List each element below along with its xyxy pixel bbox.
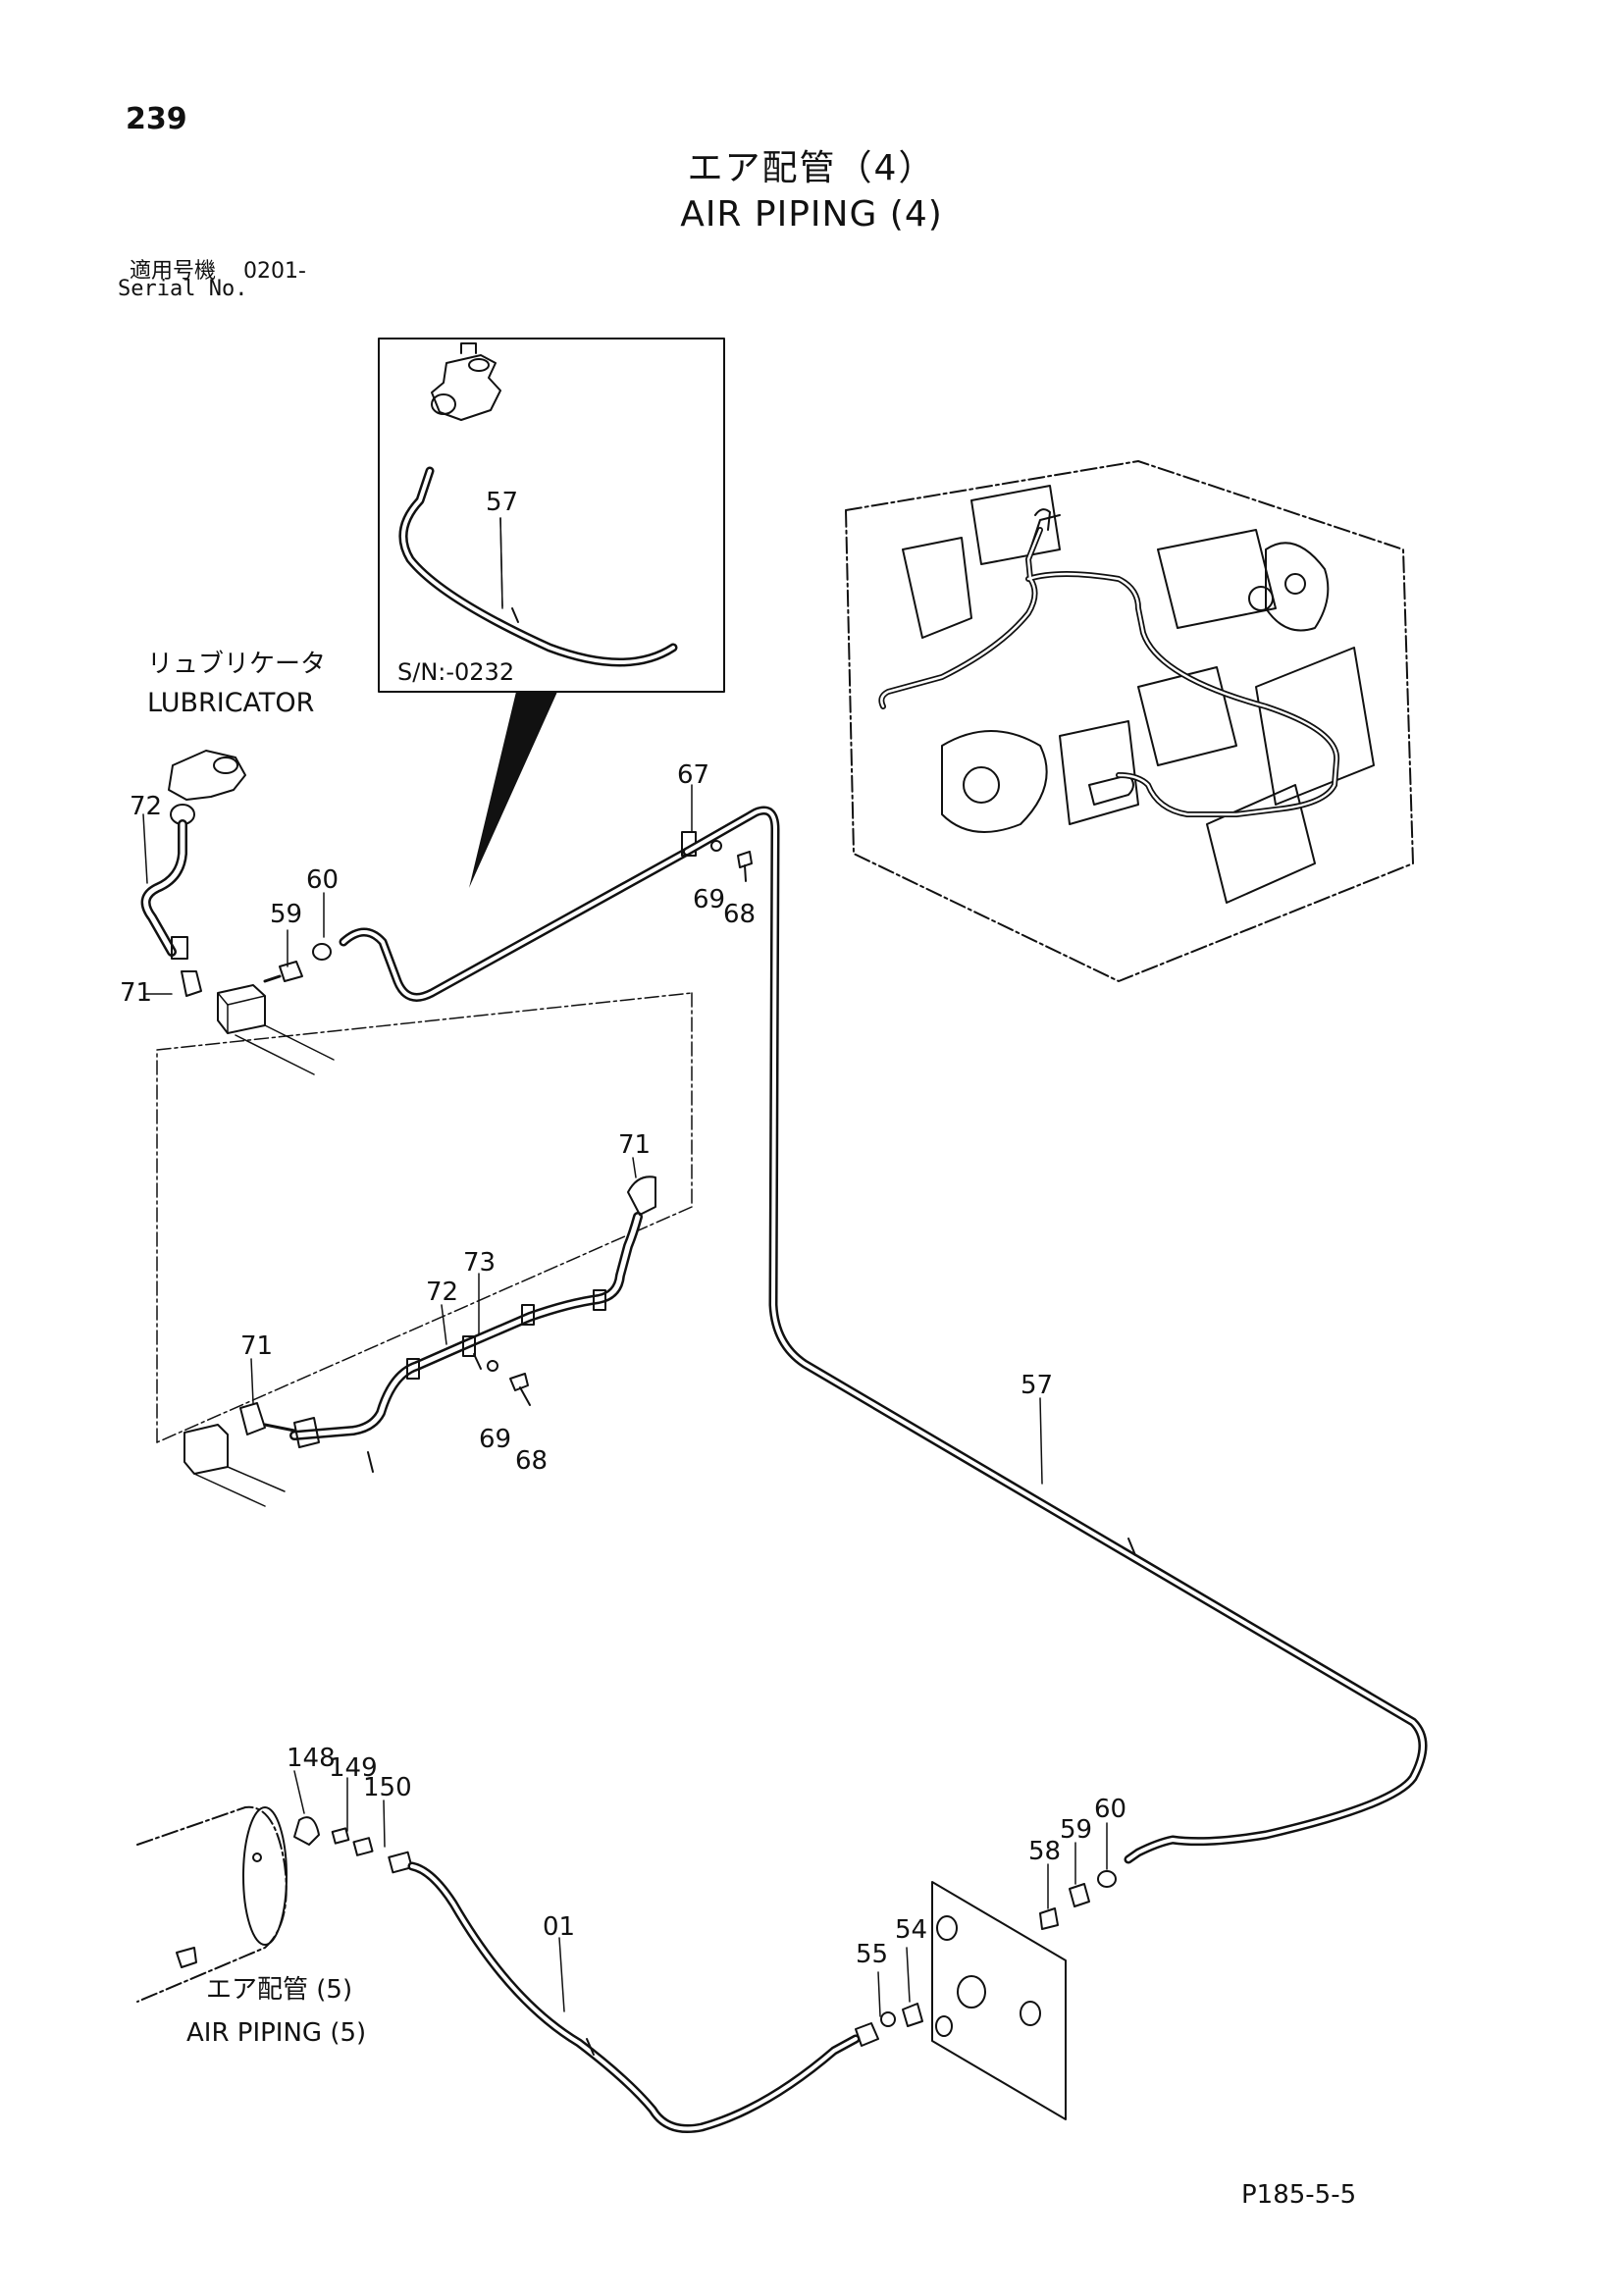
- air-piping-5-label-english: AIR PIPING (5): [186, 2018, 366, 2048]
- callout-149: 149: [329, 1753, 378, 1783]
- callout-67: 67: [677, 760, 709, 790]
- callout-55: 55: [856, 1940, 888, 1969]
- page-number: 239: [126, 102, 187, 136]
- inset-pointer: [469, 692, 557, 888]
- callout-57: 57: [1021, 1371, 1053, 1400]
- inset-hose-57: [398, 466, 678, 667]
- part-callouts: 67 69 68 60 59 72 71 71 73 72 71 69 68 5…: [120, 760, 1126, 1969]
- figure-code: P185-5-5: [1241, 2180, 1357, 2210]
- callout-148: 148: [287, 1744, 336, 1773]
- callout-60-lower: 60: [1094, 1795, 1126, 1824]
- reference-frame-dashed: [156, 992, 693, 1443]
- callout-71-upper: 71: [120, 978, 152, 1008]
- callout-69-lower: 69: [479, 1425, 511, 1454]
- lubricator-icon: [168, 750, 246, 825]
- serial-applicability: 適用号機 0201-: [130, 253, 306, 285]
- callout-72-upper: 72: [130, 792, 162, 821]
- callout-71-lower-right: 71: [618, 1130, 651, 1160]
- air-piping-5-label-japanese: エア配管 (5): [206, 1975, 352, 2005]
- serial-range: 0201-: [243, 259, 306, 284]
- callout-68-upper: 68: [723, 900, 756, 929]
- callout-58: 58: [1028, 1837, 1061, 1866]
- pipe-57: [682, 806, 1428, 1864]
- callout-54: 54: [895, 1915, 927, 1945]
- machine-isometric-view: [845, 460, 1414, 982]
- page-title-japanese: エア配管（4）: [687, 148, 936, 188]
- inset-lubricator-icon: [431, 342, 501, 421]
- callout-01: 01: [543, 1912, 575, 1942]
- serial-label-japanese: 適用号機: [130, 259, 217, 284]
- callout-59-lower: 59: [1060, 1815, 1092, 1845]
- lubricator-label-english: LUBRICATOR: [147, 688, 314, 718]
- page-title-english: AIR PIPING (4): [680, 194, 943, 235]
- inset-detail-box: [378, 338, 725, 693]
- inset-callout-57: 57: [486, 488, 518, 517]
- callout-73: 73: [463, 1248, 496, 1278]
- bulkhead-plate: [931, 1881, 1067, 2120]
- callout-150: 150: [363, 1773, 412, 1802]
- serial-label-english: Serial No.: [118, 277, 248, 301]
- hose-72-upper: [140, 819, 187, 957]
- air-tank-icon: [136, 1805, 413, 2003]
- callout-68-lower: 68: [515, 1446, 548, 1476]
- inset-serial-note: S/N:-0232: [397, 658, 514, 686]
- callout-69-upper: 69: [693, 885, 725, 914]
- callout-60-upper: 60: [306, 865, 339, 895]
- lubricator-label-japanese: リュブリケータ: [147, 650, 326, 679]
- callout-59-upper: 59: [270, 900, 302, 929]
- callout-71-lower-left: 71: [240, 1331, 273, 1361]
- callout-72-lower: 72: [426, 1278, 458, 1307]
